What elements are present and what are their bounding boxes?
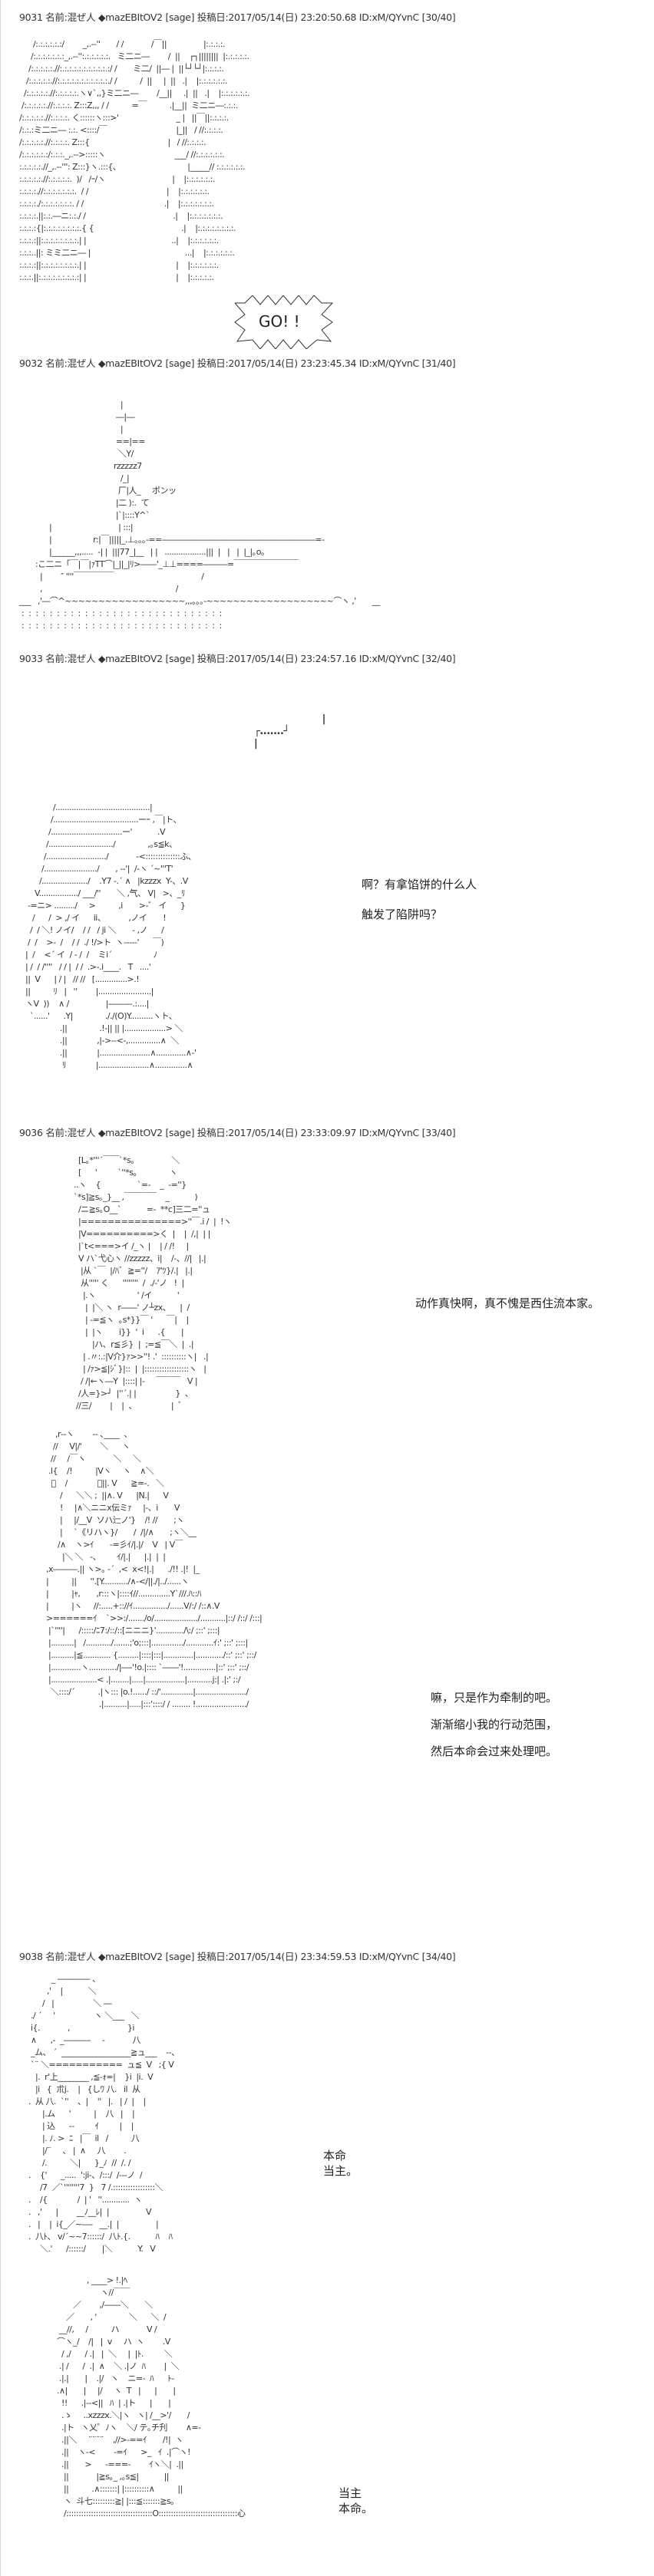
ascii-art: ,r‐‐ヽ ‐‐ ､____ 、 // V|/' ＼ ヽ // /￣ヽ ＼ ＼ … bbox=[45, 1429, 263, 1709]
speech-text: 动作真快啊，真不愧是西住流本家。 bbox=[415, 1296, 600, 1310]
speech-text: 嘛，只是作为牵制的吧。 渐渐缩小我的行动范围， 然后本命会过来处理吧。 bbox=[431, 1691, 558, 1758]
speech-text: 啊？有拿馅饼的什么人 触发了陷阱吗？ bbox=[362, 878, 477, 921]
ascii-art: [L｡*'''´￣￣`*s｡ ＼ [ ' `''*s｡ ヽ ..ヽ { `=- … bbox=[73, 1155, 232, 1411]
post-header: 9032 名前:混ぜ人 ◆mazEBItOV2 [sage] 投稿日:2017/… bbox=[19, 357, 456, 369]
ascii-art: _ ―――― 、 ,' | ＼ / | ＼ ― ./ ´ ' ヽ ＼___ ＼ … bbox=[28, 1974, 180, 2254]
burst-text: GO! ! bbox=[259, 312, 300, 331]
speech-text: 当主 本命。 bbox=[339, 2486, 374, 2515]
speech-text: 本命 当主。 bbox=[323, 2149, 358, 2178]
go-burst: GO! ! bbox=[231, 295, 339, 349]
ascii-art: /:.:.:.:.:.:/ _,.-‐'' / / /￣|| |:.:.:.:.… bbox=[19, 39, 249, 282]
ascii-art: | ―|― | ==|== ＼Y/ bbox=[19, 400, 380, 631]
post-header: 9033 名前:混ぜ人 ◆mazEBItOV2 [sage] 投稿日:2017/… bbox=[19, 653, 456, 664]
burst-outline-icon bbox=[234, 295, 334, 349]
post-header: 9038 名前:混ぜ人 ◆mazEBItOV2 [sage] 投稿日:2017/… bbox=[19, 1951, 456, 1962]
post-header: 9031 名前:混ぜ人 ◆mazEBItOV2 [sage] 投稿日:2017/… bbox=[19, 12, 456, 23]
post-header: 9036 名前:混ぜ人 ◆mazEBItOV2 [sage] 投稿日:2017/… bbox=[19, 1127, 456, 1138]
bracket-art: | ┌.......┘ | bbox=[254, 713, 325, 749]
ascii-art: /.......................................… bbox=[25, 802, 197, 1070]
ascii-art: , ____> !.|ﾍ ヽ//￣￣ ／ ,/――＼ ＼ ／ , ' ＼ ＼ /… bbox=[56, 2275, 246, 2518]
